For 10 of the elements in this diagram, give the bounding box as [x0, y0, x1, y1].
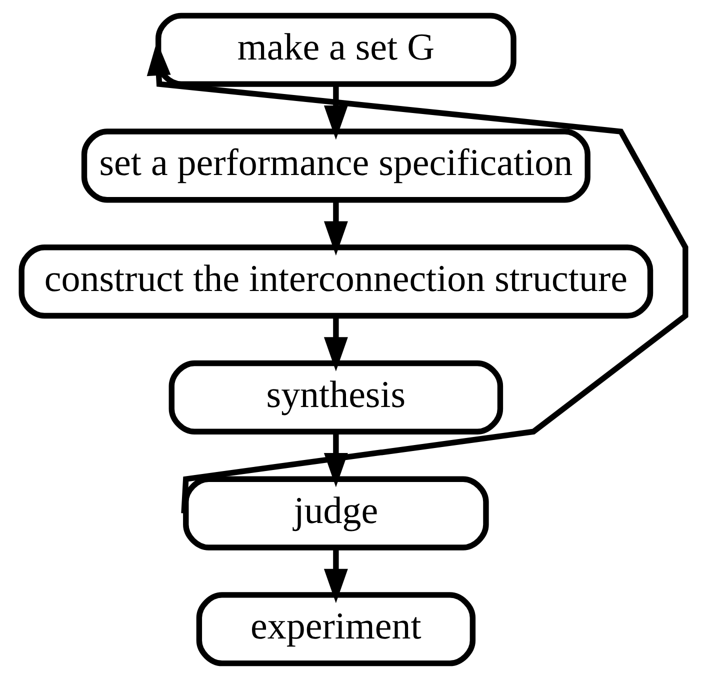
node-box: construct the interconnection structure	[18, 244, 653, 319]
arrow	[323, 200, 348, 256]
node-box: synthesis	[168, 360, 503, 434]
node-box: judge	[182, 476, 488, 550]
arrow	[323, 84, 348, 140]
node-box: experiment	[196, 592, 476, 666]
arrow	[323, 548, 348, 604]
arrow	[323, 316, 348, 372]
node-box: set a performance specification	[80, 128, 590, 203]
node-box: make a set G	[155, 12, 516, 87]
